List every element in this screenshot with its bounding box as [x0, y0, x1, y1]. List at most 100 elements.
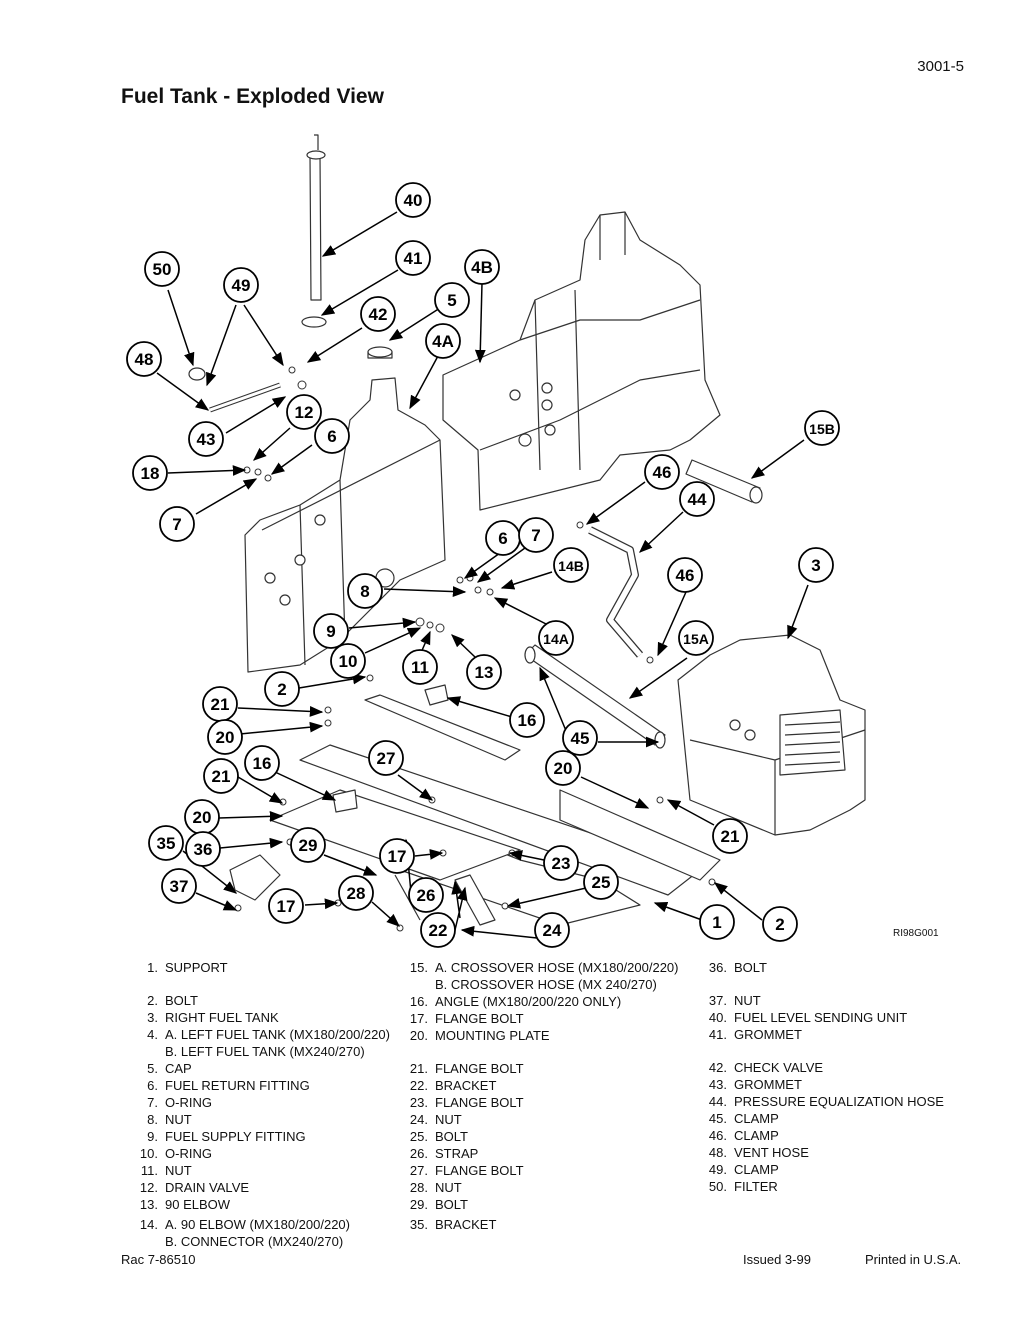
legend-text: B. LEFT FUEL TANK (MX240/270): [165, 1044, 365, 1059]
callout-circle: [330, 643, 366, 679]
callout-label: 25: [592, 873, 611, 892]
callout-label: 11: [411, 658, 429, 677]
callout-label: 46: [676, 566, 695, 585]
callout-6: 6: [485, 520, 521, 556]
callout-20: 20: [545, 750, 581, 786]
legend-item-23: 23.FLANGE BOLT: [398, 1095, 698, 1112]
legend-item-6: 6.FUEL RETURN FITTING: [128, 1078, 398, 1095]
left-fuel-tank-4b-shape: [442, 211, 721, 511]
legend-item-43: 43.GROMMET: [697, 1077, 977, 1094]
legend-item-24: 24.NUT: [398, 1112, 698, 1129]
legend-num: 12.: [139, 1180, 158, 1195]
legend-item-27: 27.FLANGE BOLT: [398, 1163, 698, 1180]
callout-circle: [368, 740, 404, 776]
legend-num: 9.: [147, 1129, 158, 1144]
callout-circle: [286, 394, 322, 430]
callout-label: 40: [404, 191, 423, 210]
legend-text: DRAIN VALVE: [165, 1180, 250, 1195]
legend-item-1: 1.SUPPORT: [128, 960, 398, 977]
legend-item-17: 17.FLANGE BOLT: [398, 1011, 698, 1028]
callout-50: 50: [144, 251, 180, 287]
bracket-35-shape: [229, 854, 281, 901]
legend-item-14b: B. CONNECTOR (MX240/270): [128, 1234, 398, 1251]
callout-circle: [804, 410, 840, 446]
angle-shape: [424, 684, 449, 706]
legend-text: FLANGE BOLT: [435, 1095, 524, 1110]
figure-code: RI98G001: [893, 928, 939, 939]
callout-label: 17: [388, 847, 407, 866]
callout-label: 9: [326, 622, 335, 641]
callout-23: 23: [543, 845, 579, 881]
legend-item-12: 12. DRAIN VALVE: [128, 1180, 398, 1197]
legend-num: 46.: [708, 1128, 727, 1143]
callout-29: 29: [290, 827, 326, 863]
legend-text: BOLT: [734, 960, 767, 975]
callout-circle: [314, 418, 350, 454]
callout-49: 49: [223, 267, 259, 303]
callout-label: 18: [141, 464, 160, 483]
legend-text: O-RING: [165, 1146, 212, 1161]
callout-circle: [264, 671, 300, 707]
legend-item-4b: B. LEFT FUEL TANK (MX240/270): [128, 1044, 398, 1061]
legend-item-14a: 14.A. 90 ELBOW (MX180/200/220): [128, 1217, 398, 1234]
callout-label: 17: [277, 897, 296, 916]
callout-2: 2: [264, 671, 300, 707]
legend-item-50: 50.FILTER: [697, 1179, 977, 1196]
callout-label: 49: [232, 276, 251, 295]
callout-27: 27: [368, 740, 404, 776]
callout-label: 14A: [543, 631, 569, 647]
legend-text: O-RING: [165, 1095, 212, 1110]
callout-label: 42: [369, 305, 388, 324]
callout-label: 37: [170, 877, 189, 896]
callout-circle: [395, 240, 431, 276]
grommet-41-shape: [301, 316, 327, 328]
legend-num: 4.: [147, 1027, 158, 1042]
callout-circle: [408, 877, 444, 913]
right-fuel-tank-3-shape: [677, 634, 866, 836]
callout-48: 48: [126, 341, 162, 377]
callout-24: 24: [534, 912, 570, 948]
callout-circle: [644, 454, 680, 490]
legend-text: MOUNTING PLATE: [435, 1028, 550, 1043]
legend-text: NUT: [165, 1112, 192, 1127]
callout-26: 26: [408, 877, 444, 913]
legend-item-22: 22.BRACKET: [398, 1078, 698, 1095]
callout-circle: [667, 557, 703, 593]
callout-18: 18: [132, 455, 168, 491]
callout-circle: [518, 517, 554, 553]
legend-text: FUEL LEVEL SENDING UNIT: [734, 1010, 908, 1025]
legend-num: 11.: [140, 1163, 158, 1178]
callout-13: 13: [466, 654, 502, 690]
legend-item-44: 44.PRESSURE EQUALIZATION HOSE: [697, 1094, 977, 1111]
legend-text: BOLT: [165, 993, 198, 1008]
callout-circle: [562, 720, 598, 756]
legend-text: STRAP: [435, 1146, 479, 1161]
callout-14B: 14B: [553, 547, 589, 583]
callout-circle: [159, 506, 195, 542]
legend-num: 13.: [139, 1197, 158, 1212]
leader-lines: [156, 211, 809, 939]
callout-label: 21: [212, 767, 231, 786]
callout-circle: [678, 620, 714, 656]
legend-num: 7.: [147, 1095, 158, 1110]
legend-item-25: 25.BOLT: [398, 1129, 698, 1146]
callout-16: 16: [244, 745, 280, 781]
page-title: Fuel Tank - Exploded View: [121, 85, 384, 108]
callout-circle: [699, 904, 735, 940]
legend-text: GROMMET: [734, 1027, 802, 1042]
legend-item-36: 36.BOLT: [697, 960, 977, 977]
callout-circle: [464, 249, 500, 285]
callout-label: 27: [377, 749, 396, 768]
legend-item-11: 11.NUT: [128, 1163, 398, 1180]
legend-text: CHECK VALVE: [734, 1060, 824, 1075]
callout-9: 9: [313, 613, 349, 649]
callout-label: 43: [197, 430, 216, 449]
legend-item-20: 20.MOUNTING PLATE: [398, 1028, 698, 1045]
callout-label: 16: [518, 711, 537, 730]
callout-7: 7: [518, 517, 554, 553]
legend-text: FILTER: [734, 1179, 778, 1194]
callout-4B: 4B: [464, 249, 500, 285]
callout-label: 7: [531, 526, 540, 545]
legend-num: 29.: [409, 1197, 428, 1212]
